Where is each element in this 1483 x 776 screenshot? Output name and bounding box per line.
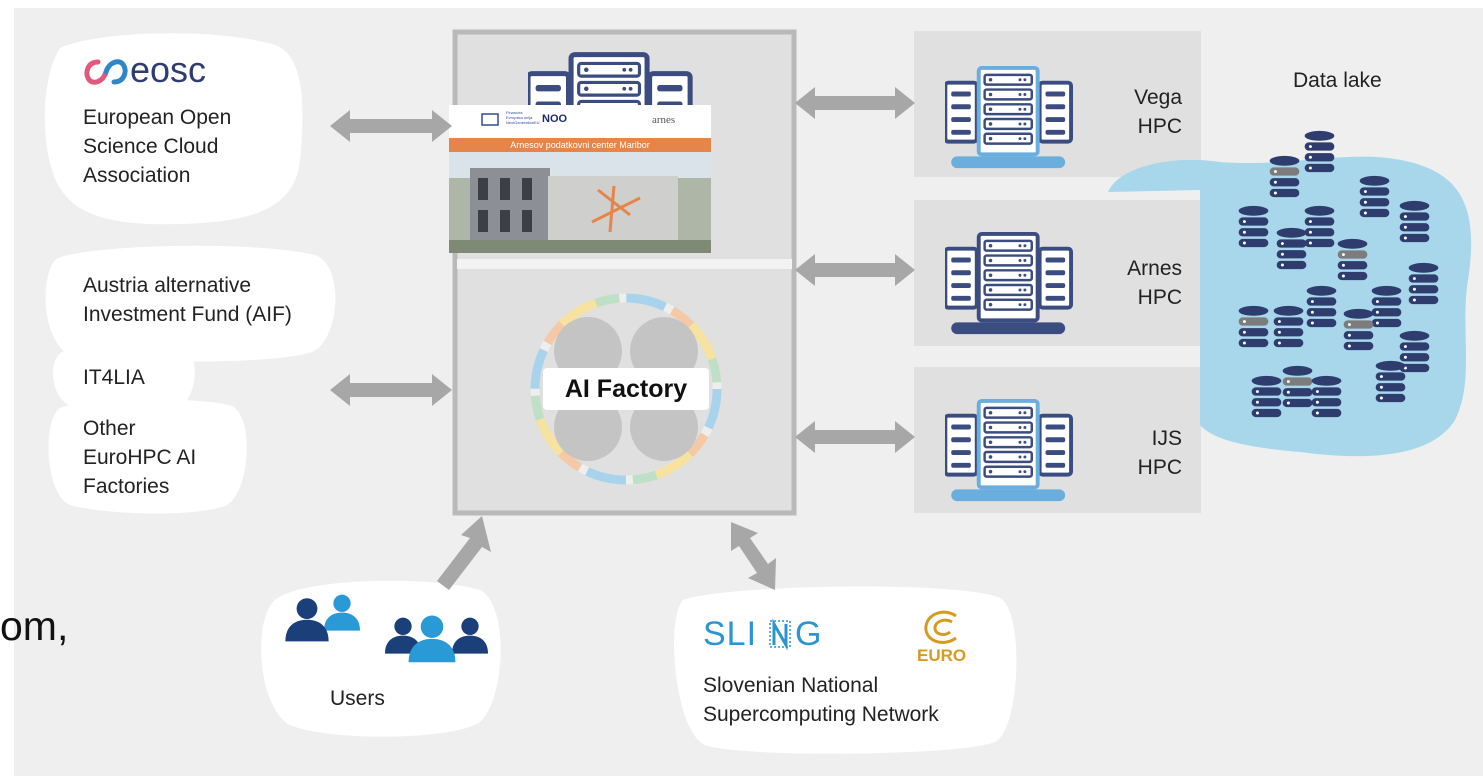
it4lia-label: IT4LIA xyxy=(83,366,145,389)
arnes-hpc-label: Arnes HPC xyxy=(1127,257,1182,309)
vega-hpc-label: Vega HPC xyxy=(1134,86,1182,138)
ijs-hpc-label: IJS HPC xyxy=(1137,427,1182,479)
clipped-slide-text: om, xyxy=(0,603,69,649)
central-divider xyxy=(457,259,792,269)
bubble-sling xyxy=(674,586,1017,754)
arnes-logo: arnes xyxy=(652,114,676,126)
bubble-aif xyxy=(45,245,336,362)
arrow-vega xyxy=(795,87,915,119)
data-lake-label: Data lake xyxy=(1293,69,1382,92)
sling-logo-text-b: G xyxy=(795,615,822,653)
bubble-other xyxy=(48,399,247,514)
eu-logo-line1: Financira xyxy=(506,110,523,115)
datacenter-photo xyxy=(449,105,711,253)
arrow-arnes xyxy=(795,254,915,286)
arrow-ijs xyxy=(795,421,915,453)
bubble-it4lia xyxy=(52,343,195,414)
bubble-users xyxy=(261,580,501,737)
ai-factory-label: AI Factory xyxy=(564,375,688,403)
datacenter-eu-logo: Financira Evropska unija NextGenerationE… xyxy=(506,110,540,125)
noo-logo: NOO xyxy=(542,113,568,125)
arrow-users xyxy=(437,516,491,590)
arrow-sling xyxy=(731,522,776,590)
euro-logo-text: EURO xyxy=(917,646,967,665)
eosc-logo-icon xyxy=(84,59,128,85)
eosc-label: European Open Science Cloud Association xyxy=(83,106,232,187)
connection-arrows xyxy=(330,87,915,590)
datacenter-banner-title: Arnesov podatkovni center Maribor xyxy=(510,140,650,150)
eu-logo-line2: Evropska unija xyxy=(506,115,533,120)
users-label: Users xyxy=(330,687,385,710)
bubble-eosc xyxy=(44,33,303,225)
ai-factory-ring xyxy=(530,293,722,485)
other-ai-factories-label: Other EuroHPC AI Factories xyxy=(83,417,197,498)
eu-logo-line3: NextGenerationEU xyxy=(506,120,540,125)
sling-chip-icon xyxy=(769,618,791,651)
sling-logo-text-a: SLI xyxy=(703,615,758,653)
eosc-logo-text: eosc xyxy=(130,49,207,90)
aif-label: Austria alternative Investment Fund (AIF… xyxy=(83,274,292,326)
arrow-aif xyxy=(330,374,452,406)
eurocc-icon xyxy=(924,610,957,644)
arrow-eosc xyxy=(330,110,452,142)
sling-network-label: Slovenian National Supercomputing Networ… xyxy=(703,674,939,726)
